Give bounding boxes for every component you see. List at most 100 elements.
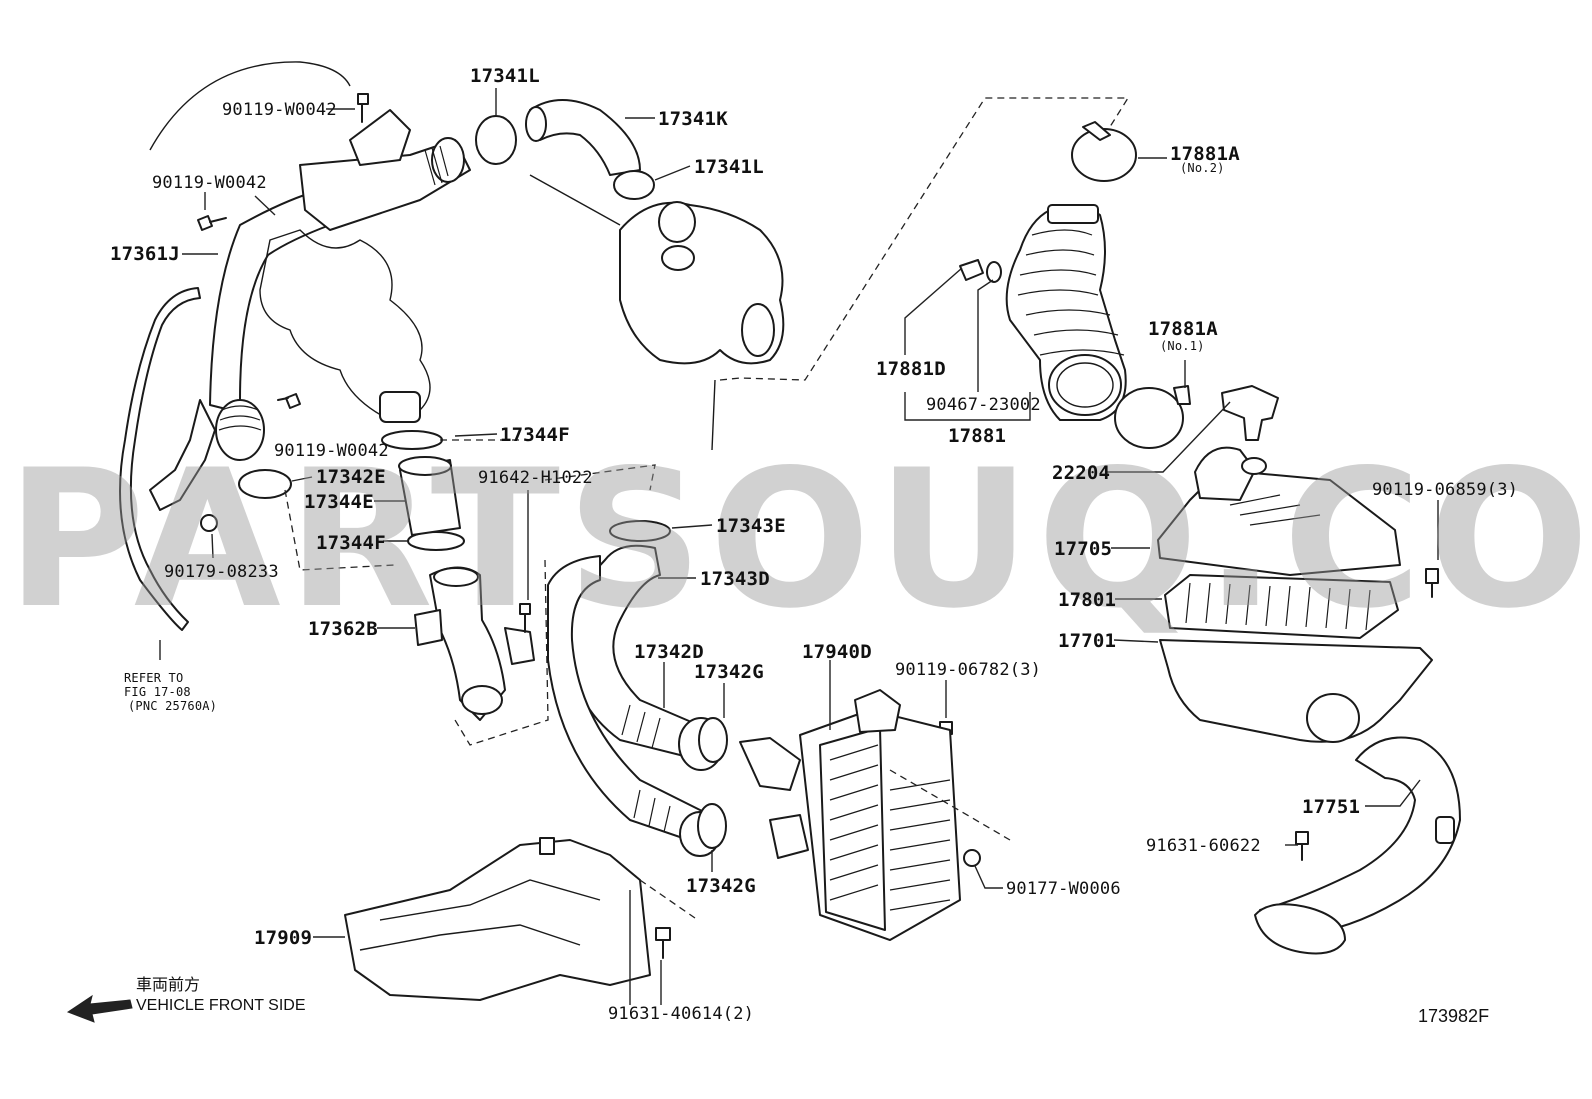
pipe-17362b-bottom xyxy=(461,685,503,715)
duct-17751-tab xyxy=(1435,816,1455,844)
label-17342d[interactable]: 17342D xyxy=(634,641,704,663)
label-17341l-b[interactable]: 17341L xyxy=(694,156,764,178)
bolt-2 xyxy=(197,215,227,231)
label-17344e[interactable]: 17344E xyxy=(304,491,374,513)
label-17940d[interactable]: 17940D xyxy=(802,641,872,663)
bolt-1 xyxy=(357,93,369,123)
label-17881d[interactable]: 17881D xyxy=(876,358,946,380)
label-17341l-a[interactable]: 17341L xyxy=(470,65,540,87)
label-17701[interactable]: 17701 xyxy=(1058,630,1116,652)
pipe-ribs xyxy=(424,145,449,186)
lead-17342e xyxy=(291,476,313,482)
label-91642[interactable]: 91642-H1022 xyxy=(478,468,593,488)
label-90119-06782[interactable]: 90119-06782(3) xyxy=(895,660,1041,680)
pipe-17362b-top xyxy=(433,567,479,587)
part-labels: 90119-W0042 90119-W0042 17361J 17341L 17… xyxy=(110,65,1518,1026)
label-90119-06859[interactable]: 90119-06859(3) xyxy=(1372,480,1518,500)
pipe-17361j xyxy=(209,189,331,411)
clip-90467 xyxy=(986,261,1002,283)
bolt-3 xyxy=(277,393,301,409)
label-17881[interactable]: 17881 xyxy=(948,425,1006,447)
label-17343d[interactable]: 17343D xyxy=(700,568,770,590)
filter-17801-pleats xyxy=(1185,582,1371,631)
hose-17881-mouth-inner xyxy=(1056,362,1114,408)
hose-17881-ribs xyxy=(1017,229,1125,356)
duct-17909 xyxy=(344,839,651,1001)
lead-17344f-a xyxy=(454,433,498,437)
case-17701 xyxy=(1159,639,1433,743)
turbo-port xyxy=(661,245,695,271)
clamp-17342e xyxy=(238,469,292,499)
label-91631-60622[interactable]: 91631-60622 xyxy=(1146,836,1261,856)
lead-22204 xyxy=(1106,401,1231,473)
duct-17909-inner xyxy=(359,879,601,951)
label-17342g-b[interactable]: 17342G xyxy=(686,875,756,897)
label-22204[interactable]: 22204 xyxy=(1052,462,1110,484)
lead-90119-b xyxy=(204,192,276,216)
label-17362b[interactable]: 17362B xyxy=(308,618,378,640)
refer-note-line2: FIG 17-08 xyxy=(124,685,191,699)
bolt-8 xyxy=(655,927,671,959)
duct-17909-tab xyxy=(539,837,555,855)
label-17361j[interactable]: 17361J xyxy=(110,243,180,265)
label-17342g-a[interactable]: 17342G xyxy=(694,661,764,683)
lead-17881-bracket xyxy=(904,392,1031,421)
label-90119-w0042-a[interactable]: 90119-W0042 xyxy=(222,100,337,120)
label-17341k[interactable]: 17341K xyxy=(658,108,728,130)
label-90119-w0042-b[interactable]: 90119-W0042 xyxy=(152,173,267,193)
label-17344f-a[interactable]: 17344F xyxy=(500,424,570,446)
lead-17343e xyxy=(671,524,713,529)
label-91631-40614[interactable]: 91631-40614(2) xyxy=(608,1004,754,1024)
filter-17801 xyxy=(1164,574,1399,639)
hose-17341k xyxy=(529,99,641,176)
engine-port xyxy=(379,391,421,423)
label-17342e[interactable]: 17342E xyxy=(316,466,386,488)
engine-outline xyxy=(259,229,431,421)
hose-17342d xyxy=(547,555,721,849)
label-90179[interactable]: 90179-08233 xyxy=(164,562,279,582)
label-90177[interactable]: 90177-W0006 xyxy=(1006,879,1121,899)
pipe-17361j-end xyxy=(431,137,465,183)
clamp-17343e xyxy=(609,520,671,542)
front-marker-english: VEHICLE FRONT SIDE xyxy=(136,997,306,1014)
hose-17881-mouth xyxy=(1048,354,1122,416)
label-17881a-no2-sub: (No.2) xyxy=(1180,161,1225,175)
label-17881a-no1[interactable]: 17881A xyxy=(1148,318,1218,340)
label-17705[interactable]: 17705 xyxy=(1054,538,1112,560)
cap-17705-ribs xyxy=(1229,494,1321,526)
label-90467[interactable]: 90467-23002 xyxy=(926,395,1041,415)
clamp-17881a-no1-screw xyxy=(1173,385,1191,405)
route-arc xyxy=(149,61,351,151)
dash-air-route xyxy=(719,97,1130,381)
label-90119-w0042-c[interactable]: 90119-W0042 xyxy=(274,441,389,461)
lead-17341l-b xyxy=(654,165,691,181)
clamp-17881a-no1 xyxy=(1114,387,1184,449)
case-17701-outlet xyxy=(1306,693,1360,743)
bracket-top xyxy=(349,109,411,166)
leader-lines xyxy=(159,88,1439,1005)
label-17801[interactable]: 17801 xyxy=(1058,589,1116,611)
label-17344f-b[interactable]: 17344F xyxy=(316,532,386,554)
turbo-inlet xyxy=(658,201,696,243)
label-17343e[interactable]: 17343E xyxy=(716,515,786,537)
label-17751[interactable]: 17751 xyxy=(1302,796,1360,818)
intercooler-fins-2 xyxy=(889,779,951,911)
bolts xyxy=(197,93,1439,959)
nut-90177 xyxy=(963,849,981,867)
label-17881a-no1-sub: (No.1) xyxy=(1160,339,1205,353)
label-17909[interactable]: 17909 xyxy=(254,927,312,949)
duct-17751-mouth xyxy=(1254,903,1346,955)
lead-90179 xyxy=(211,533,214,559)
label-17881a-no2[interactable]: 17881A xyxy=(1170,143,1240,165)
intercooler-inlet xyxy=(739,737,801,791)
intercooler-core xyxy=(819,727,886,931)
refer-note-line1: REFER TO xyxy=(124,671,183,685)
nut-90179 xyxy=(200,514,218,532)
refer-note-line3: (PNC 25760A) xyxy=(128,699,217,713)
pipe-17361j-head xyxy=(299,139,471,231)
bolt-4 xyxy=(519,603,531,633)
turbo-outlet xyxy=(741,303,775,357)
cap-17705-neck xyxy=(1194,446,1256,501)
bracket-left xyxy=(149,399,216,511)
lead-17701 xyxy=(1113,639,1159,643)
